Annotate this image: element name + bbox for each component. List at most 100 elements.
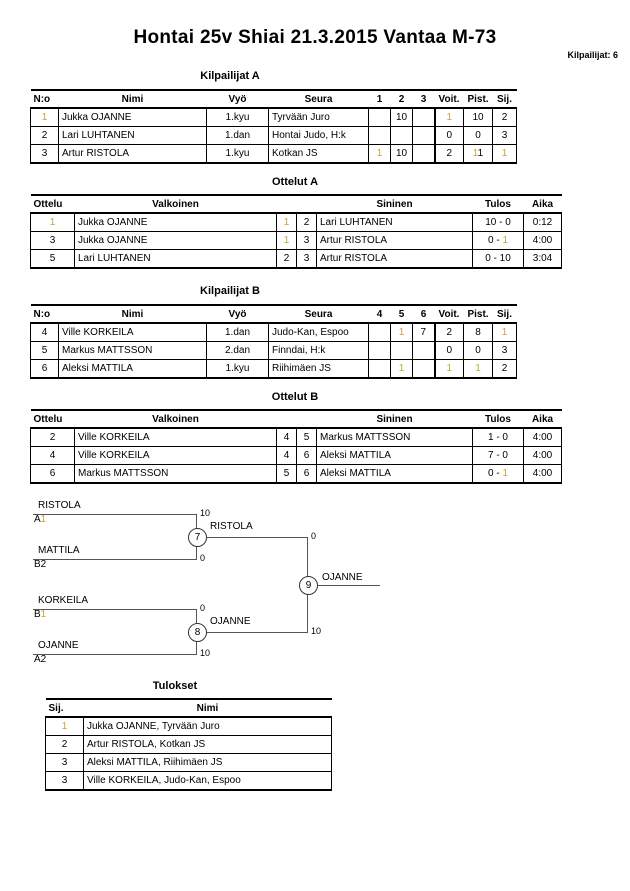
- col-wins: Voit.: [434, 89, 464, 109]
- col-name: Nimi: [58, 304, 207, 324]
- cell-rank: 1: [492, 322, 517, 342]
- bracket-score-b1: 0: [200, 603, 206, 613]
- cell-score-3: 7: [412, 322, 435, 342]
- col-name: Nimi: [83, 698, 332, 718]
- cell-rank: 3: [45, 753, 84, 772]
- col-match-no: Ottelu: [30, 194, 75, 214]
- cell-match-no: 2: [30, 427, 75, 447]
- bracket-slot-seed-b1: B1: [34, 609, 47, 620]
- table-header-row: N:o Nimi Vyö Seura 1 2 3 Voit. Pist. Sij…: [30, 89, 517, 109]
- bracket-line-a2: [33, 654, 196, 655]
- cell-rank: 1: [492, 144, 517, 164]
- col-m3: 3: [412, 89, 435, 109]
- cell-name: Ville KORKEILA: [58, 322, 207, 342]
- cell-score-2: 1: [390, 359, 413, 379]
- cell-wins: 0: [433, 341, 464, 360]
- cell-blue-no: 5: [296, 427, 317, 447]
- col-wins: Voit.: [434, 304, 464, 324]
- col-belt: Vyö: [206, 304, 269, 324]
- col-blue-no: [296, 194, 317, 214]
- cell-no: 5: [30, 341, 59, 360]
- bracket-match-node-8[interactable]: 8: [188, 623, 207, 642]
- cell-score-3: [412, 126, 435, 145]
- col-white-no: [276, 194, 297, 214]
- section-heading-pool-a: Kilpailijat A: [200, 70, 260, 82]
- bracket-line-b1: [33, 609, 196, 610]
- cell-name: Artur RISTOLA, Kotkan JS: [83, 735, 332, 754]
- cell-blue: Lari LUHTANEN: [316, 212, 473, 232]
- cell-name: Artur RISTOLA: [58, 144, 207, 164]
- bracket-match-node-9[interactable]: 9: [299, 576, 318, 595]
- cell-result: 1 - 0: [472, 427, 524, 447]
- cell-points: 8: [463, 322, 493, 342]
- bracket-tournament-winner: OJANNE: [322, 572, 363, 583]
- cell-wins: 2: [433, 144, 464, 164]
- cell-score-3: [412, 144, 435, 164]
- bracket-line-a1: [33, 514, 196, 515]
- cell-name: Jukka OJANNE, Tyrvään Juro: [83, 716, 332, 736]
- cell-match-no: 6: [30, 464, 75, 484]
- cell-blue: Aleksi MATTILA: [316, 446, 473, 465]
- cell-belt: 2.dan: [206, 341, 269, 360]
- cell-points: 0: [463, 341, 493, 360]
- cell-blue: Aleksi MATTILA: [316, 464, 473, 484]
- col-m1: 4: [368, 304, 391, 324]
- table-header-row: Ottelu Valkoinen Sininen Tulos Aika: [30, 194, 562, 214]
- col-m2: 5: [390, 304, 413, 324]
- cell-blue: Artur RISTOLA: [316, 231, 473, 250]
- cell-white-no: 1: [276, 212, 297, 232]
- cell-time: 4:00: [523, 446, 562, 465]
- cell-white: Jukka OJANNE: [74, 212, 277, 232]
- col-rank: Sij.: [492, 89, 517, 109]
- cell-score-1: 1: [368, 144, 391, 164]
- col-name: Nimi: [58, 89, 207, 109]
- cell-match-no: 4: [30, 446, 75, 465]
- table-header-row: Ottelu Valkoinen Sininen Tulos Aika: [30, 409, 562, 429]
- cell-rank: 1: [45, 716, 84, 736]
- cell-score-3: [412, 107, 435, 127]
- cell-rank: 3: [492, 341, 517, 360]
- cell-white-no: 1: [276, 231, 297, 250]
- cell-blue: Markus MATTSSON: [316, 427, 473, 447]
- cell-score-1: [368, 322, 391, 342]
- cell-name: Jukka OJANNE: [58, 107, 207, 127]
- col-result: Tulos: [472, 194, 524, 214]
- cell-result: 0 - 1: [472, 464, 524, 484]
- pool-a-table: N:o Nimi Vyö Seura 1 2 3 Voit. Pist. Sij…: [30, 89, 517, 164]
- cell-white: Markus MATTSSON: [74, 464, 277, 484]
- bracket-slot-name-a1: RISTOLA: [38, 500, 81, 511]
- col-m3: 6: [412, 304, 435, 324]
- cell-blue-no: 2: [296, 212, 317, 232]
- col-white: Valkoinen: [74, 409, 277, 429]
- cell-club: Finndai, H:k: [268, 341, 369, 360]
- col-white-no: [276, 409, 297, 429]
- competitor-count: Kilpailijat: 6: [567, 50, 618, 60]
- cell-result: 10 - 0: [472, 212, 524, 232]
- col-blue: Sininen: [316, 409, 473, 429]
- col-points: Pist.: [463, 89, 493, 109]
- cell-score-3: [412, 359, 435, 379]
- cell-belt: 1.kyu: [206, 359, 269, 379]
- cell-name: Lari LUHTANEN: [58, 126, 207, 145]
- cell-result: 7 - 0: [472, 446, 524, 465]
- cell-wins: 1: [433, 107, 464, 127]
- cell-belt: 1.dan: [206, 322, 269, 342]
- cell-white-no: 4: [276, 446, 297, 465]
- col-club: Seura: [268, 89, 369, 109]
- col-m1: 1: [368, 89, 391, 109]
- cell-result: 0 - 1: [472, 231, 524, 250]
- bracket-match-node-7[interactable]: 7: [188, 528, 207, 547]
